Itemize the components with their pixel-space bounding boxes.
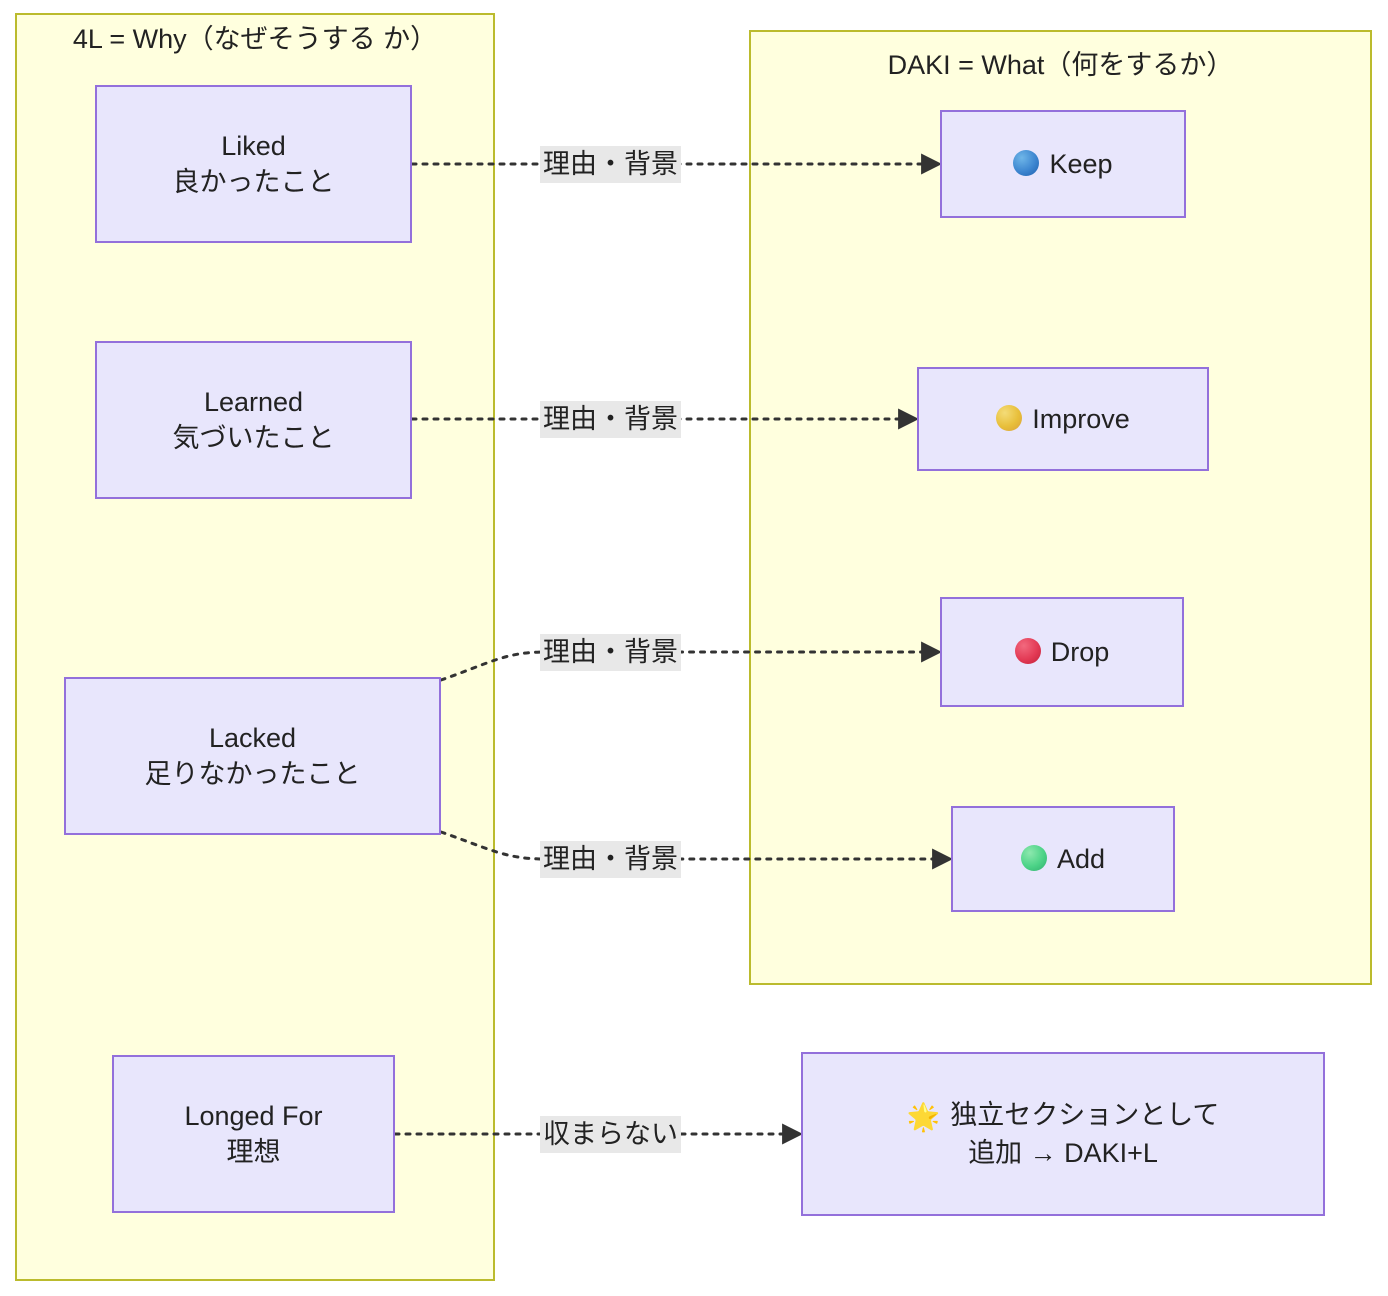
node-longed-for[interactable]: Longed For 理想 — [112, 1055, 395, 1213]
node-add[interactable]: Add — [951, 806, 1175, 912]
node-add-text: Add — [1056, 843, 1106, 874]
node-improve[interactable]: Improve — [917, 367, 1209, 471]
yellow-circle-icon — [996, 404, 1023, 431]
red-circle-icon — [1014, 637, 1041, 664]
edge-label-lacked-drop: 理由・背景 — [540, 634, 681, 671]
node-lacked-line2: 足りなかったこと — [144, 759, 361, 789]
node-liked[interactable]: Liked 良かったこと — [95, 85, 412, 243]
node-longed-for-line2: 理想 — [226, 1137, 281, 1167]
node-drop-text: Drop — [1050, 636, 1110, 667]
node-liked-line1: Liked — [221, 130, 286, 161]
edge-label-liked-keep: 理由・背景 — [540, 146, 681, 183]
node-keep-text: Keep — [1049, 148, 1113, 179]
edge-label-learned-improve: 理由・背景 — [540, 401, 681, 438]
node-daki-plus-l-line1-text: 独立セクションとして — [950, 1099, 1220, 1130]
node-drop[interactable]: Drop — [940, 597, 1184, 707]
edge-label-longed-for-daki: 収まらない — [540, 1116, 681, 1153]
node-lacked-line1: Lacked — [208, 722, 297, 753]
node-learned-line1: Learned — [203, 386, 304, 417]
node-keep-label: Keep — [1013, 146, 1113, 182]
node-liked-line2: 良かったこと — [172, 167, 335, 197]
node-improve-label: Improve — [996, 401, 1130, 437]
node-learned-line2: 気づいたこと — [172, 423, 335, 453]
node-add-label: Add — [1020, 841, 1106, 877]
glowing-star-icon: 🌟 — [906, 1101, 941, 1132]
blue-circle-icon — [1013, 149, 1040, 176]
node-keep[interactable]: Keep — [940, 110, 1186, 218]
node-improve-text: Improve — [1032, 403, 1130, 434]
node-longed-for-label: Longed For 理想 — [184, 1098, 322, 1170]
node-learned-label: Learned 気づいたこと — [173, 384, 335, 456]
node-lacked-label: Lacked 足りなかったこと — [145, 720, 361, 792]
node-liked-label: Liked 良かったこと — [173, 128, 335, 200]
node-drop-label: Drop — [1014, 634, 1110, 670]
node-longed-for-line1: Longed For — [184, 1100, 323, 1131]
node-daki-plus-l[interactable]: 🌟 独立セクションとして 追加 → DAKI+L — [801, 1052, 1325, 1216]
node-learned[interactable]: Learned 気づいたこと — [95, 341, 412, 499]
node-daki-plus-l-line2: 追加 → DAKI+L — [968, 1138, 1158, 1168]
node-daki-plus-l-line1: 🌟 独立セクションとして — [907, 1097, 1220, 1135]
node-lacked[interactable]: Lacked 足りなかったこと — [64, 677, 441, 835]
green-circle-icon — [1020, 844, 1047, 871]
edge-label-lacked-add: 理由・背景 — [540, 841, 681, 878]
node-daki-plus-l-label: 🌟 独立セクションとして 追加 → DAKI+L — [907, 1097, 1220, 1171]
